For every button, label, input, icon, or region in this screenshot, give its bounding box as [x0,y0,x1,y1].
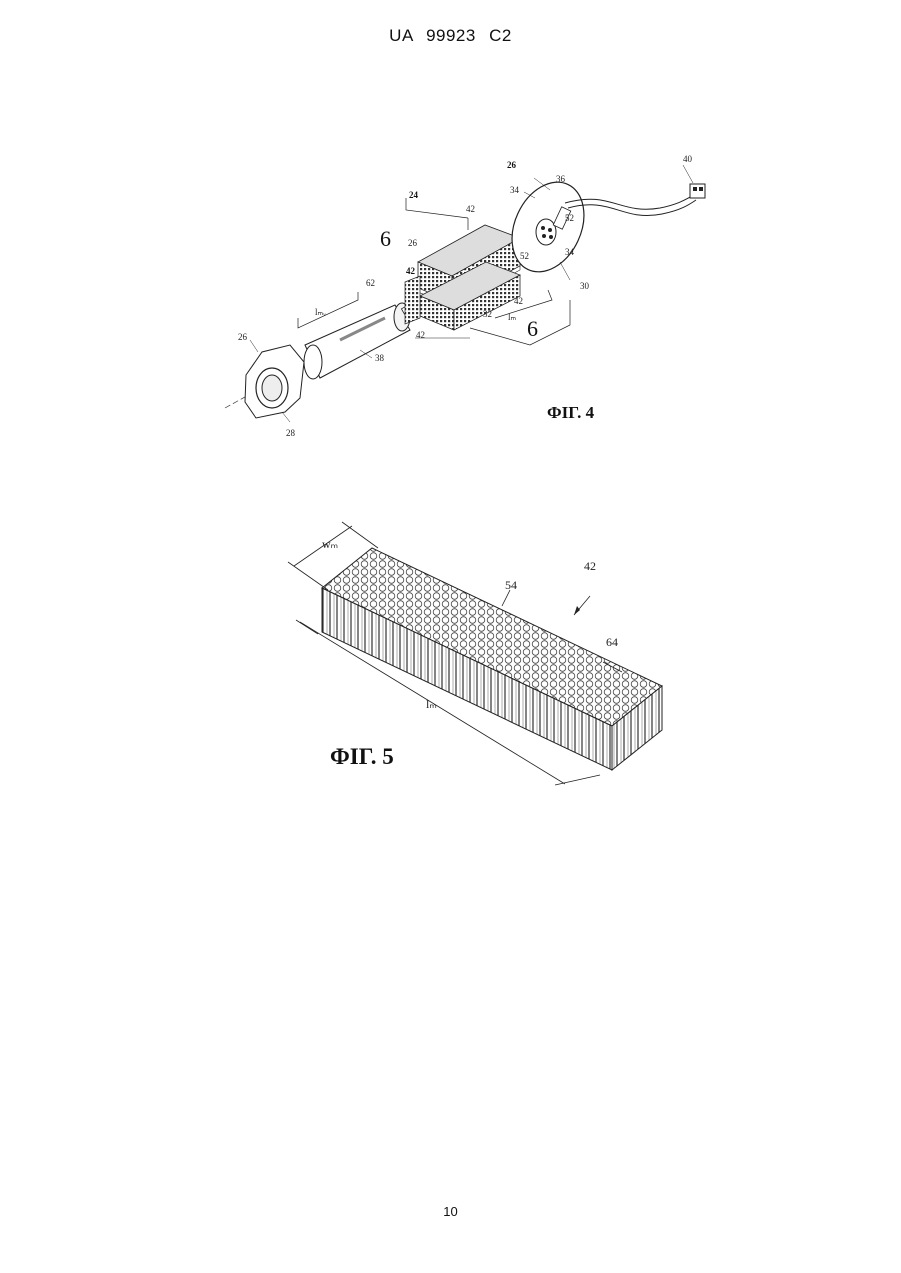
page-number: 10 [0,1204,901,1219]
label-42: 42 [584,559,596,573]
figure-5-caption: ФІГ. 5 [330,744,394,769]
label-w-m: wₘ [322,537,338,551]
honeycomb-block-42 [322,548,662,770]
label-l-m: lₘ [426,697,437,711]
label-64: 64 [606,635,618,649]
label-54: 54 [505,578,517,592]
figure-5-drawing: wₘ 54 42 64 lₘ ФІГ. 5 [0,0,901,820]
